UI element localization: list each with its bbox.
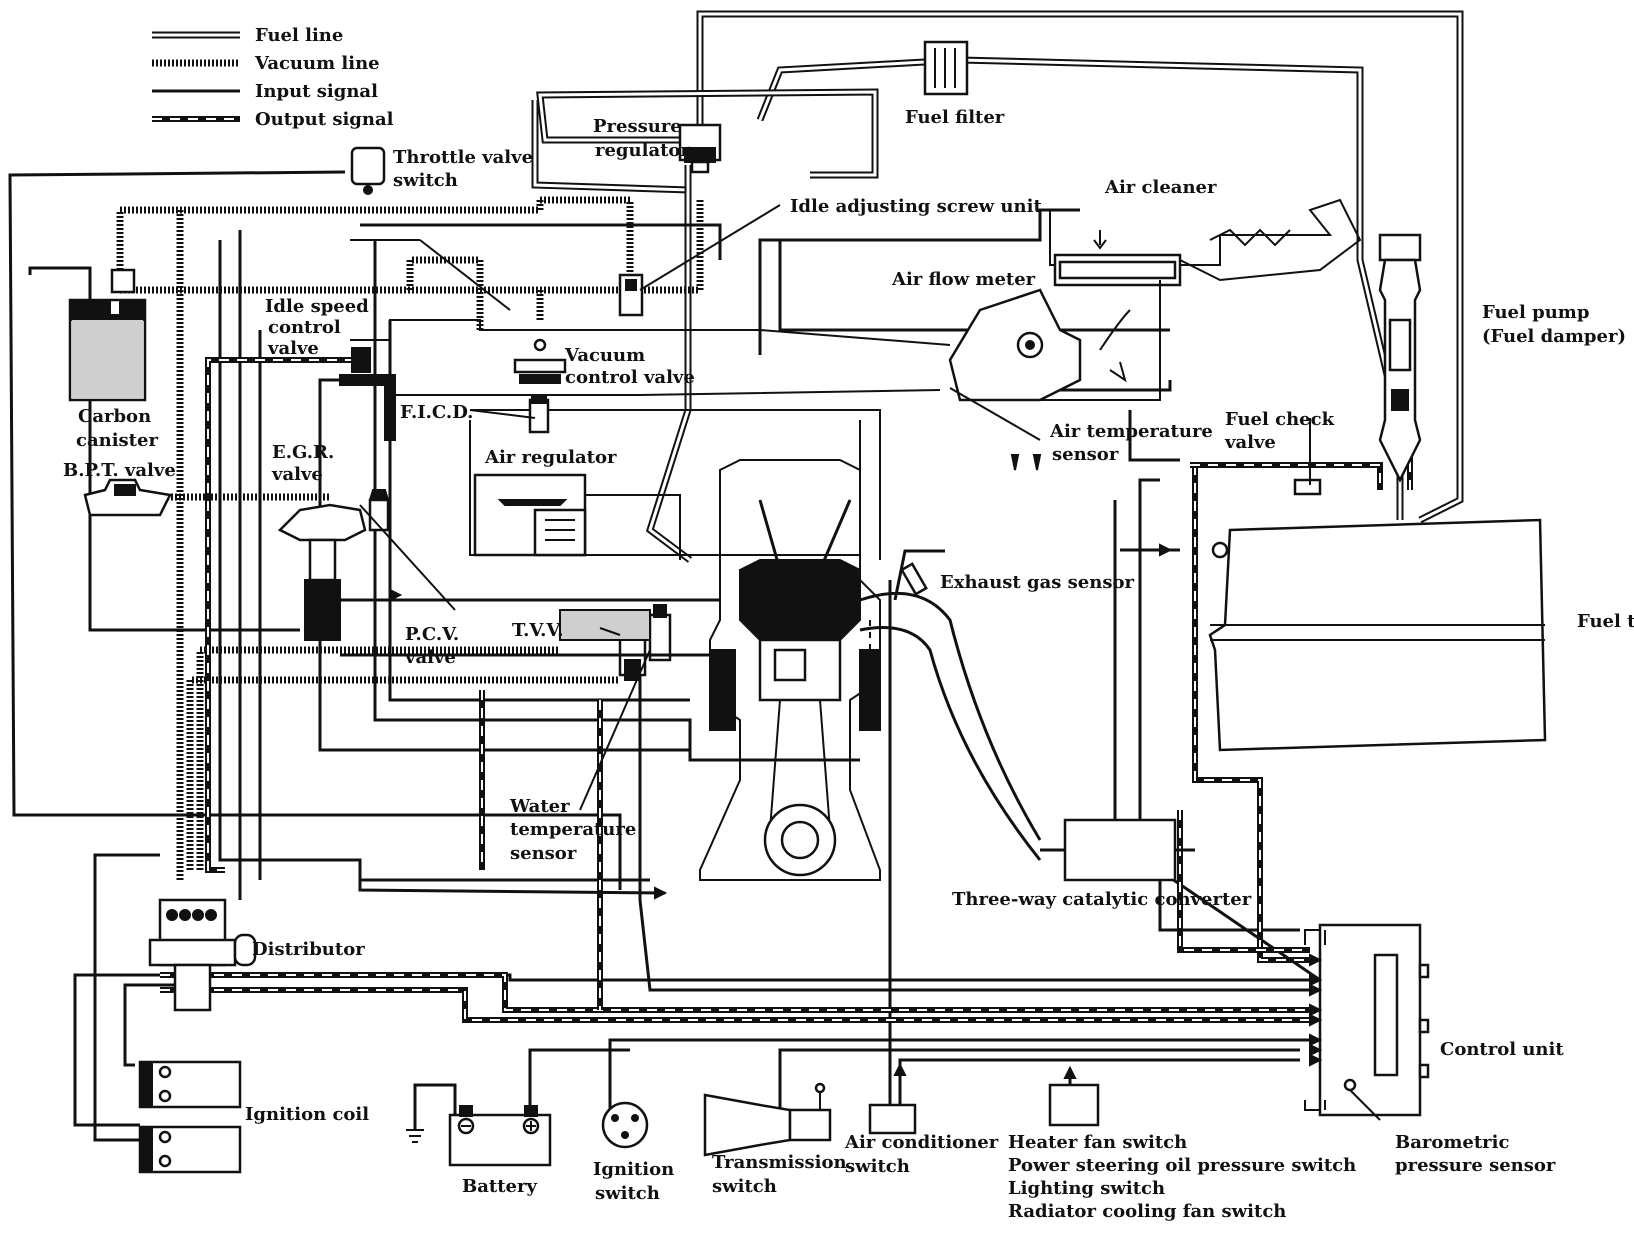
label-fuel-tank: Fuel tank <box>1577 611 1634 632</box>
label-vacuum-control-valve-2: control valve <box>565 367 695 388</box>
label-power-steering-switch: Power steering oil pressure switch <box>1008 1155 1356 1176</box>
air-conditioner-switch <box>868 1103 917 1135</box>
input-signal-lines <box>8 170 1321 1142</box>
fuel-tank <box>1208 518 1547 752</box>
fuel-pump <box>1378 233 1422 483</box>
transmission-switch <box>703 1082 832 1157</box>
legend-input-signal: Input signal <box>255 81 378 102</box>
air-regulator <box>473 473 587 557</box>
label-egr-valve-1: E.G.R. <box>272 442 334 463</box>
other-switches <box>1048 1083 1100 1127</box>
idle-adjusting-screw-unit <box>618 273 644 317</box>
vacuum-control-valve <box>513 338 567 384</box>
label-radiator-fan-switch: Radiator cooling fan switch <box>1008 1201 1286 1222</box>
label-fuel-check-valve-2: valve <box>1224 432 1276 453</box>
control-unit-arrows <box>654 454 1323 1079</box>
label-vacuum-control-valve-1: Vacuum <box>564 345 645 366</box>
label-idle-speed-control-valve-1: Idle speed <box>265 296 369 317</box>
label-pressure-regulator-2: regulator <box>595 140 690 161</box>
label-idle-speed-control-valve-2: control <box>268 317 341 338</box>
legend-vacuum-line: Vacuum line <box>254 53 380 74</box>
label-fuel-filter: Fuel filter <box>905 107 1005 128</box>
label-ignition-switch-1: Ignition <box>593 1159 674 1180</box>
label-distributor: Distributor <box>252 939 365 960</box>
idle-speed-control-valve <box>351 347 371 373</box>
fuel-check-valve <box>1293 478 1322 496</box>
label-water-temperature-sensor-2: temperature <box>510 819 636 840</box>
label-carbon-canister-1: Carbon <box>78 406 151 427</box>
label-air-conditioner-switch-2: switch <box>845 1156 910 1177</box>
label-water-temperature-sensor-3: sensor <box>510 843 577 864</box>
ignition-coil <box>138 1060 242 1174</box>
label-carbon-canister-2: canister <box>76 430 158 451</box>
label-water-temperature-sensor-1: Water <box>509 796 570 817</box>
bpt-valve <box>83 478 172 517</box>
legend-output-signal: Output signal <box>255 109 394 130</box>
label-heater-fan-switch: Heater fan switch <box>1008 1132 1187 1153</box>
pcv-valve <box>368 489 390 532</box>
label-exhaust-gas-sensor: Exhaust gas sensor <box>940 572 1134 593</box>
exhaust-gas-sensor <box>900 562 928 596</box>
label-transmission-switch-2: switch <box>712 1176 777 1197</box>
label-air-temperature-sensor-1: Air temperature <box>1049 421 1213 442</box>
egr-valve <box>277 503 367 641</box>
label-tvv: T.V.V. <box>512 620 564 641</box>
label-idle-adjusting-screw-unit: Idle adjusting screw unit <box>790 196 1042 217</box>
label-fuel-pump-2: (Fuel damper) <box>1482 326 1626 347</box>
label-idle-speed-control-valve-3: valve <box>267 338 319 359</box>
label-battery: Battery <box>462 1176 537 1197</box>
label-transmission-switch-1: Transmission <box>712 1152 847 1173</box>
label-air-conditioner-switch-1: Air conditioner <box>844 1132 999 1153</box>
label-ignition-switch-2: switch <box>595 1183 660 1204</box>
battery <box>406 1105 552 1167</box>
label-three-way-catalytic-converter: Three-way catalytic converter <box>952 889 1252 910</box>
carbon-canister <box>68 268 147 402</box>
distributor <box>148 898 257 1012</box>
label-air-cleaner: Air cleaner <box>1104 177 1217 198</box>
engine <box>699 459 881 881</box>
air-flow-meter <box>948 288 1131 402</box>
throttle-valve-switch <box>350 146 386 195</box>
water-temperature-sensor <box>648 604 672 662</box>
label-bpt-valve: B.P.T. valve <box>63 460 176 481</box>
label-air-regulator: Air regulator <box>484 447 617 468</box>
ignition-switch <box>601 1101 649 1149</box>
exhaust-pipe <box>859 591 1042 861</box>
fuel-filter <box>923 40 969 96</box>
labels: Pressure regulator Fuel filter Throttle … <box>63 107 1634 1222</box>
pressure-regulator <box>678 123 722 174</box>
control-unit <box>1304 923 1430 1117</box>
label-egr-valve-2: valve <box>271 464 323 485</box>
label-air-temperature-sensor-2: sensor <box>1052 444 1119 465</box>
leader-lines <box>350 204 1381 1121</box>
label-barometric-pressure-sensor-2: pressure sensor <box>1395 1155 1556 1176</box>
label-throttle-valve-switch-1: Throttle valve <box>393 147 533 168</box>
three-way-catalytic-converter <box>1040 818 1195 882</box>
label-barometric-pressure-sensor-1: Barometric <box>1395 1132 1510 1153</box>
intake-runner <box>340 588 720 657</box>
legend-fuel-line: Fuel line <box>255 25 343 46</box>
label-fuel-pump-1: Fuel pump <box>1482 302 1589 323</box>
label-control-unit: Control unit <box>1440 1039 1564 1060</box>
air-cleaner <box>1040 198 1362 401</box>
label-throttle-valve-switch-2: switch <box>393 170 458 191</box>
label-ficd: F.I.C.D. <box>400 402 473 423</box>
ficd <box>528 394 550 434</box>
intake-manifold <box>339 319 951 560</box>
legend: Fuel line Vacuum line Input signal Outpu… <box>152 25 394 130</box>
label-pressure-regulator-1: Pressure <box>593 116 682 137</box>
label-lighting-switch: Lighting switch <box>1008 1178 1165 1199</box>
label-air-flow-meter: Air flow meter <box>891 269 1036 290</box>
label-fuel-check-valve-1: Fuel check <box>1225 409 1335 430</box>
label-ignition-coil: Ignition coil <box>245 1104 369 1125</box>
label-pcv-valve-2: valve <box>404 647 456 668</box>
label-pcv-valve-1: P.C.V. <box>405 624 459 645</box>
